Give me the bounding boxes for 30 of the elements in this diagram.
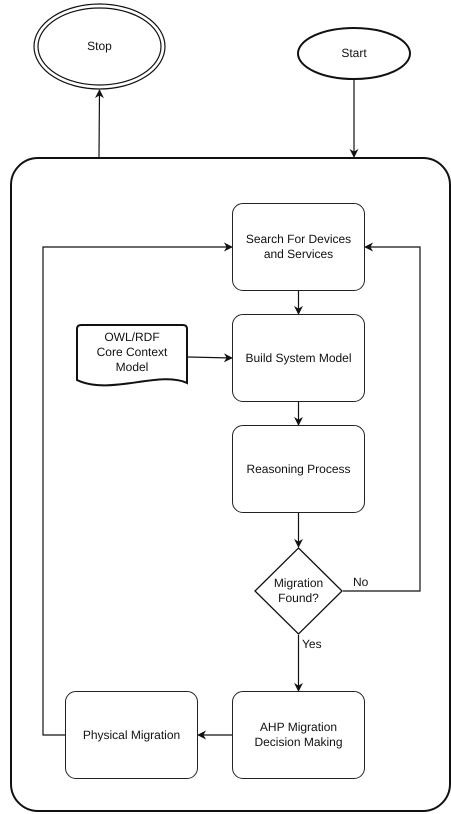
edge-label: No — [352, 575, 370, 589]
shape-label: Build System Model — [245, 350, 352, 366]
arrow — [188, 353, 233, 362]
arrow — [294, 513, 303, 548]
process-box — [232, 314, 365, 402]
decision-diamond — [254, 547, 343, 635]
process-box — [232, 203, 365, 291]
process-box — [65, 691, 198, 779]
arrow — [343, 242, 421, 592]
shape-label: Search For Devices and Services — [244, 232, 352, 262]
shape-label: Reasoning Process — [246, 462, 351, 476]
process-box — [232, 691, 365, 779]
shape-label: OWL/RDF Core Context Model — [96, 330, 168, 375]
shape-label: Physical Migration — [82, 728, 180, 742]
arrow — [42, 242, 233, 736]
terminal-ellipse — [33, 3, 166, 90]
arrow — [350, 80, 358, 158]
arrow — [294, 635, 303, 692]
process-box — [232, 425, 365, 513]
terminal-ellipse — [297, 27, 411, 80]
shape-label: Stop — [87, 39, 112, 54]
arrow — [294, 291, 303, 315]
arrow — [294, 402, 303, 426]
shape-label: Migration Found? — [272, 576, 324, 606]
container-box — [10, 157, 451, 812]
shape-label: Start — [341, 46, 367, 61]
arrow — [197, 730, 232, 740]
edge-label: Yes — [301, 637, 323, 651]
shape-label: AHP Migration Decision Making — [253, 720, 344, 750]
arrow — [94, 89, 104, 157]
